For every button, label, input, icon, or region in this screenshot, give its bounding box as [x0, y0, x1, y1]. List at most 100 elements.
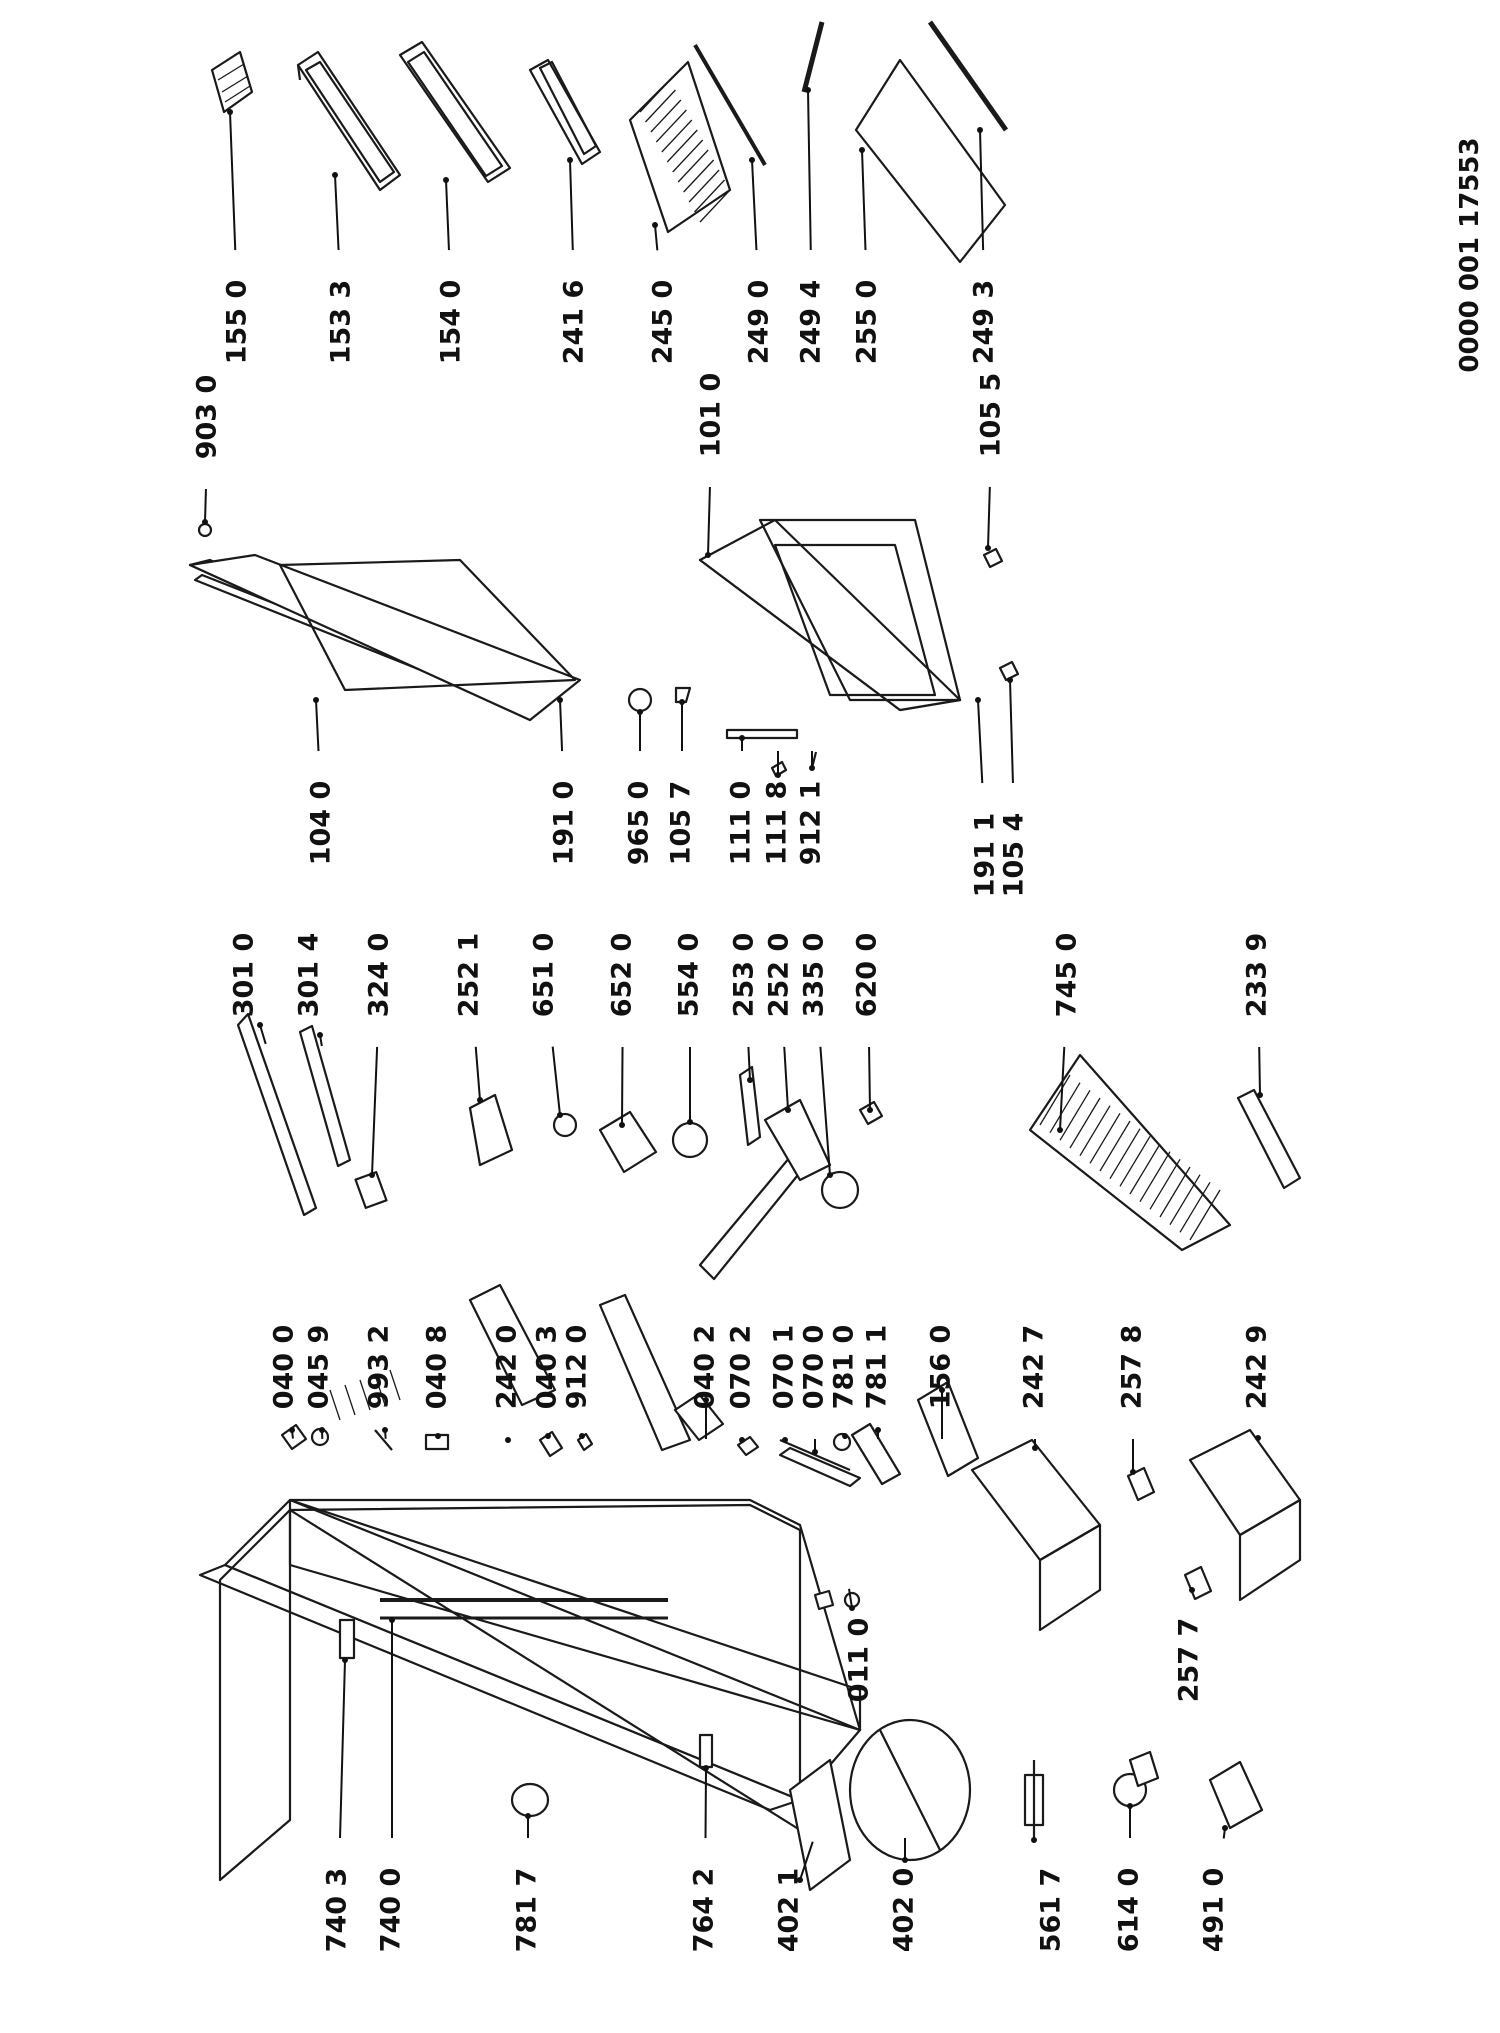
leader-dot [567, 157, 573, 163]
door-shelf-small-part [528, 58, 602, 166]
leader-dot [849, 1605, 855, 1611]
leader-line [987, 486, 991, 549]
part-number-label: 781 0 [829, 1325, 860, 1410]
part-number-label: 252 1 [454, 933, 485, 1018]
part-number-label: 011 0 [844, 1618, 875, 1703]
shelf-trim-part [693, 43, 767, 167]
part-number-label: 740 0 [376, 1868, 407, 1953]
leader-dot [739, 735, 745, 741]
hatch-line [655, 109, 687, 143]
leader-line [751, 159, 758, 251]
leader-dot [812, 1449, 818, 1455]
part-number-label: 105 4 [999, 813, 1030, 898]
part-number-label: 903 0 [192, 375, 223, 460]
leader-dot [435, 1433, 441, 1439]
clamp-part [510, 1782, 550, 1818]
part-number-label: 249 4 [796, 280, 827, 365]
door-shelf-part [296, 50, 402, 192]
callout-745-0: 745 0 [1052, 933, 1083, 1133]
leader-line [259, 1024, 267, 1045]
leader-dot [342, 1657, 348, 1663]
hatch-line [1149, 1158, 1181, 1210]
callout-301-4: 301 4 [294, 933, 325, 1047]
drawer-clip-parts [1126, 1466, 1213, 1601]
callout-040-2: 040 2 [690, 1325, 721, 1439]
leader-dot [1257, 1092, 1263, 1098]
part-number-label: 255 0 [852, 280, 883, 365]
hatch-line [1089, 1112, 1121, 1164]
leader-dot [579, 1433, 585, 1439]
leader-line [551, 1046, 561, 1116]
leader-dot [1255, 1435, 1261, 1441]
door-hinge-parts [627, 686, 818, 778]
leader-dot [382, 1427, 388, 1433]
part-number-label: 040 3 [532, 1325, 563, 1410]
callout-242-0: 242 0 [492, 1325, 523, 1443]
callout-191-0: 191 0 [549, 697, 580, 865]
leader-dot [313, 697, 319, 703]
part-number-label: 105 5 [976, 373, 1007, 458]
callout-156-0: 156 0 [926, 1325, 957, 1439]
leader-dot [902, 1857, 908, 1863]
leader-dot [805, 87, 811, 93]
callout-111-0: 111 0 [726, 735, 757, 865]
callout-241-6: 241 6 [559, 157, 590, 364]
callout-781-1: 781 1 [862, 1325, 893, 1439]
leader-line [868, 1046, 871, 1111]
callout-491-0: 491 0 [1199, 1825, 1230, 1952]
part-number-label: 111 0 [726, 781, 757, 866]
part-number-label: 105 7 [666, 781, 697, 866]
part-number-label: 252 0 [764, 933, 795, 1018]
callout-402-1: 402 1 [774, 1841, 814, 1952]
leader-dot [1031, 1837, 1037, 1843]
leader-dot [977, 127, 983, 133]
callout-965-0: 965 0 [624, 709, 655, 865]
leader-dot [739, 1437, 745, 1443]
part-number-label: 335 0 [799, 933, 830, 1018]
leader-dot [1057, 1127, 1063, 1133]
callout-257-8: 257 8 [1117, 1325, 1148, 1475]
leader-dot [782, 1437, 788, 1443]
hatch-line [1129, 1143, 1161, 1195]
hatch-line [1039, 1074, 1071, 1126]
callout-154-0: 154 0 [436, 177, 467, 364]
leader-dot [227, 109, 233, 115]
leader-dot [389, 1617, 395, 1623]
glass-shelf-part [854, 58, 1007, 264]
leader-dot [1127, 1803, 1133, 1809]
callout-402-0: 402 0 [889, 1838, 920, 1952]
part-number-label: 233 9 [1242, 933, 1273, 1018]
hatch-line [650, 99, 682, 133]
part-number-label: 614 0 [1114, 1868, 1145, 1953]
leader-dot [525, 1813, 531, 1819]
part-number-label: 740 3 [322, 1868, 353, 1953]
callout-561-7: 561 7 [1031, 1837, 1067, 1952]
leader-line [979, 129, 985, 251]
leader-line [334, 174, 340, 251]
part-number-label: 965 0 [624, 781, 655, 866]
part-number-label: 040 0 [269, 1325, 300, 1410]
hatch-line [1049, 1082, 1081, 1134]
callout-242-7: 242 7 [1019, 1325, 1050, 1451]
leader-dot [317, 1032, 323, 1038]
leader-dot [1189, 1587, 1195, 1593]
leader-dot [652, 222, 658, 228]
part-number-label: 249 3 [969, 280, 1000, 365]
callout-249-0: 249 0 [744, 157, 775, 364]
leader-line [445, 179, 450, 251]
part-number-label: 993 2 [364, 1325, 395, 1410]
leader-dot [369, 1172, 375, 1178]
leader-line [559, 699, 564, 752]
callout-191-1: 191 1 [970, 697, 1001, 897]
part-number-label: 111 8 [762, 781, 793, 866]
part-number-label: 912 1 [796, 781, 827, 866]
callout-651-0: 651 0 [529, 933, 563, 1118]
part-number-label: 241 6 [559, 280, 590, 365]
part-number-label: 249 0 [744, 280, 775, 365]
part-number-label: 070 1 [769, 1325, 800, 1410]
thermostat-parts [468, 1065, 884, 1281]
leader-line [1258, 1046, 1261, 1096]
part-number-label: 781 1 [862, 1325, 893, 1410]
leader-dot [1222, 1825, 1228, 1831]
